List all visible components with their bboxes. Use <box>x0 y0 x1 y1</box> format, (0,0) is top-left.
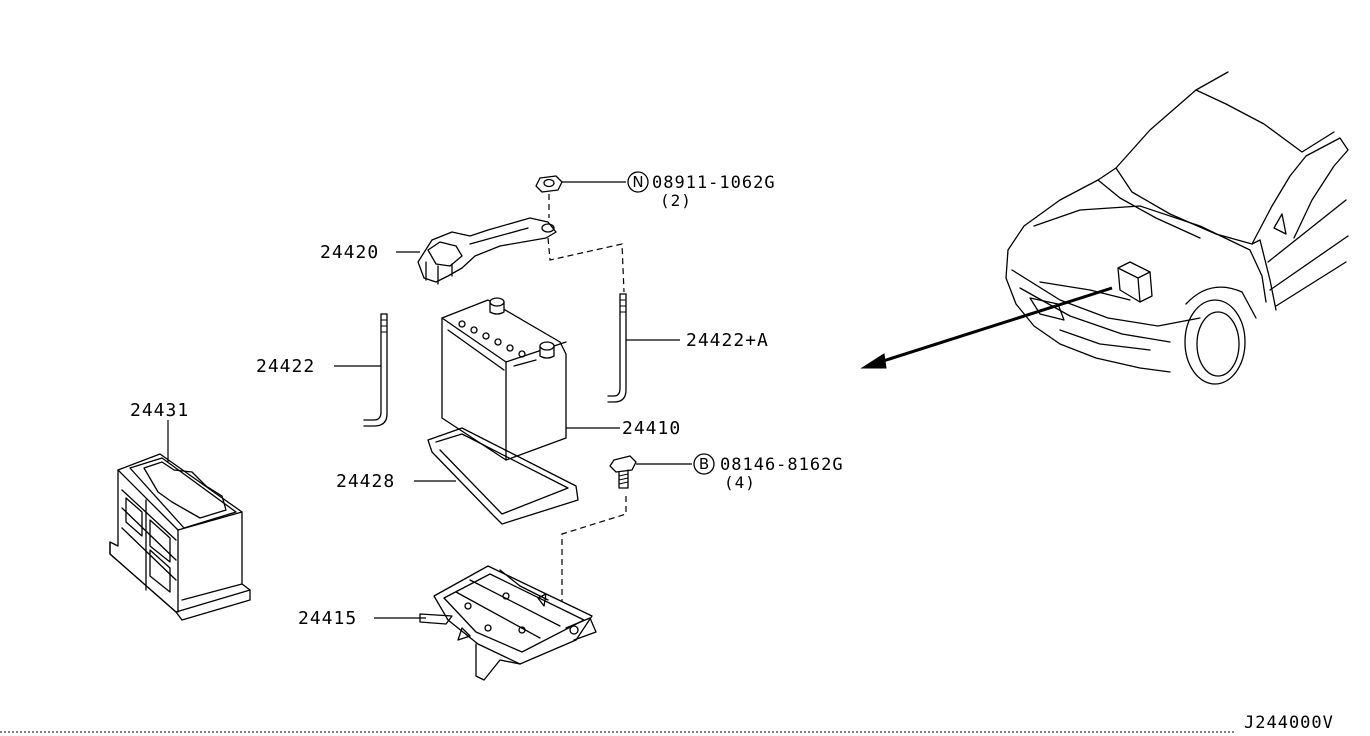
part-label-24422: 24422 <box>256 356 315 377</box>
battery-cover-24431-drawing[interactable] <box>109 453 251 621</box>
part-label-24428: 24428 <box>336 471 395 492</box>
location-arrow <box>860 286 1113 369</box>
battery-tray-24415-drawing[interactable] <box>419 565 597 681</box>
bolt-quantity: (4) <box>724 473 756 492</box>
part-label-24415: 24415 <box>298 608 357 629</box>
bolt-symbol: B <box>699 455 709 473</box>
part-label-24420: 24420 <box>320 242 379 263</box>
diagram-code: J244000V <box>1244 713 1334 733</box>
nut-part-number: 08911-1062G <box>652 173 776 193</box>
hold-down-rod-24422-drawing[interactable] <box>363 313 388 427</box>
part-label-24422a: 24422+A <box>686 330 769 351</box>
part-label-24431: 24431 <box>130 400 189 421</box>
flange-nut-drawing[interactable] <box>535 175 563 193</box>
hold-down-rod-24422a-drawing[interactable] <box>607 293 627 403</box>
bolt-to-tray-dashline <box>561 496 627 618</box>
bolt-symbol-circle <box>693 453 715 475</box>
nut-symbol: N <box>632 173 643 191</box>
bolt-drawing[interactable] <box>609 455 637 489</box>
battery-24410-drawing[interactable] <box>441 297 567 461</box>
battery-frame-24420-drawing[interactable] <box>417 217 557 285</box>
vehicle-location-drawing <box>1005 71 1349 385</box>
frame-to-rod-dashline <box>547 237 625 293</box>
part-label-24410: 24410 <box>622 418 681 439</box>
nut-symbol-circle <box>627 171 649 193</box>
battery-mat-24428-drawing[interactable] <box>427 427 579 525</box>
nut-quantity: (2) <box>660 191 692 210</box>
bolt-part-number: 08146-8162G <box>720 455 844 475</box>
